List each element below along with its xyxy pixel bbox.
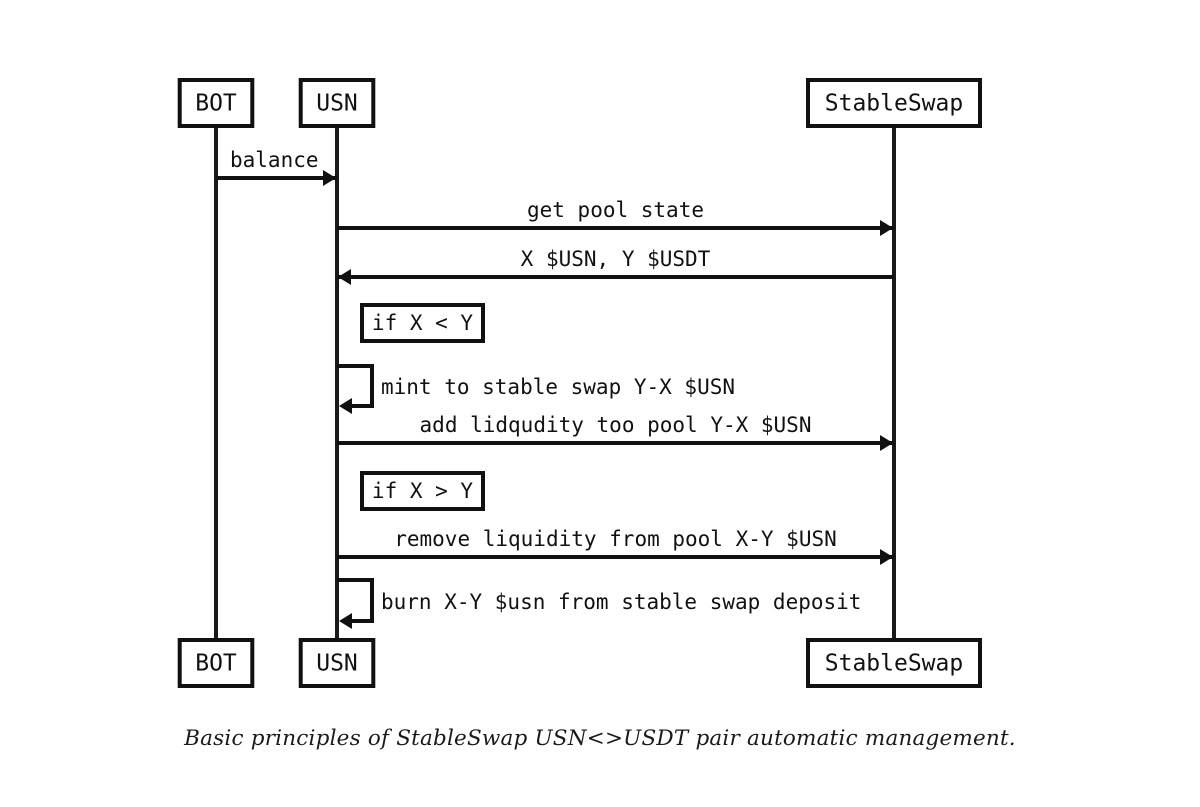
arrow-head (880, 549, 893, 565)
arrow-head (339, 613, 352, 629)
message-path-m7 (337, 578, 374, 623)
lifelines-group (214, 126, 896, 640)
message-m2: get pool state (337, 198, 894, 236)
message-label-m6: remove liquidity from pool X-Y $USN (394, 527, 837, 551)
condition-box-c2 (360, 471, 485, 511)
message-label-m3: X $USN, Y $USDT (521, 247, 711, 271)
message-label-m4: mint to stable swap Y-X $USN (381, 375, 735, 399)
actor-label-bot-top: BOT (195, 91, 237, 117)
actor-box-bot-top (177, 78, 255, 128)
message-label-m2: get pool state (527, 198, 704, 222)
actor-box-usn-top (298, 78, 376, 128)
message-m3: X $USN, Y $USDT (337, 247, 894, 285)
actor-box-stableswap-top (806, 78, 982, 128)
diagram-caption: Basic principles of StableSwap USN<>USDT… (184, 726, 1016, 751)
actor-box-usn-bottom (298, 638, 376, 688)
conditions-group: if X < Y if X > Y (360, 303, 485, 511)
message-m4: mint to stable swap Y-X $USN (337, 364, 735, 414)
actor-box-stableswap-bottom (806, 638, 982, 688)
message-m7: burn X-Y $usn from stable swap deposit (337, 578, 861, 629)
message-label-m1: balance (230, 148, 319, 172)
message-m1: balance (216, 148, 337, 186)
message-path-m4 (337, 364, 374, 408)
actor-label-stableswap-top: StableSwap (825, 91, 963, 117)
arrow-head (880, 435, 893, 451)
arrow-head (323, 170, 336, 186)
actor-label-stableswap-bottom: StableSwap (825, 651, 963, 677)
actor-label-bot-bottom: BOT (195, 651, 237, 677)
message-m6: remove liquidity from pool X-Y $USN (337, 527, 894, 565)
message-label-m7: burn X-Y $usn from stable swap deposit (381, 590, 861, 614)
arrow-head (880, 220, 893, 236)
actor-label-usn-top: USN (316, 91, 358, 117)
arrow-head (338, 269, 351, 285)
condition-label-c1: if X < Y (372, 311, 474, 335)
actor-box-bot-bottom (177, 638, 255, 688)
message-label-m5: add lidqudity too pool Y-X $USN (420, 413, 812, 437)
condition-label-c2: if X > Y (372, 479, 474, 503)
actor-label-usn-bottom: USN (316, 651, 358, 677)
messages-group: balance get pool state X $USN, Y $USDT mint… (216, 148, 894, 629)
condition-box-c1 (360, 303, 485, 343)
message-m5: add lidqudity too pool Y-X $USN (337, 413, 894, 451)
arrow-head (339, 398, 352, 414)
